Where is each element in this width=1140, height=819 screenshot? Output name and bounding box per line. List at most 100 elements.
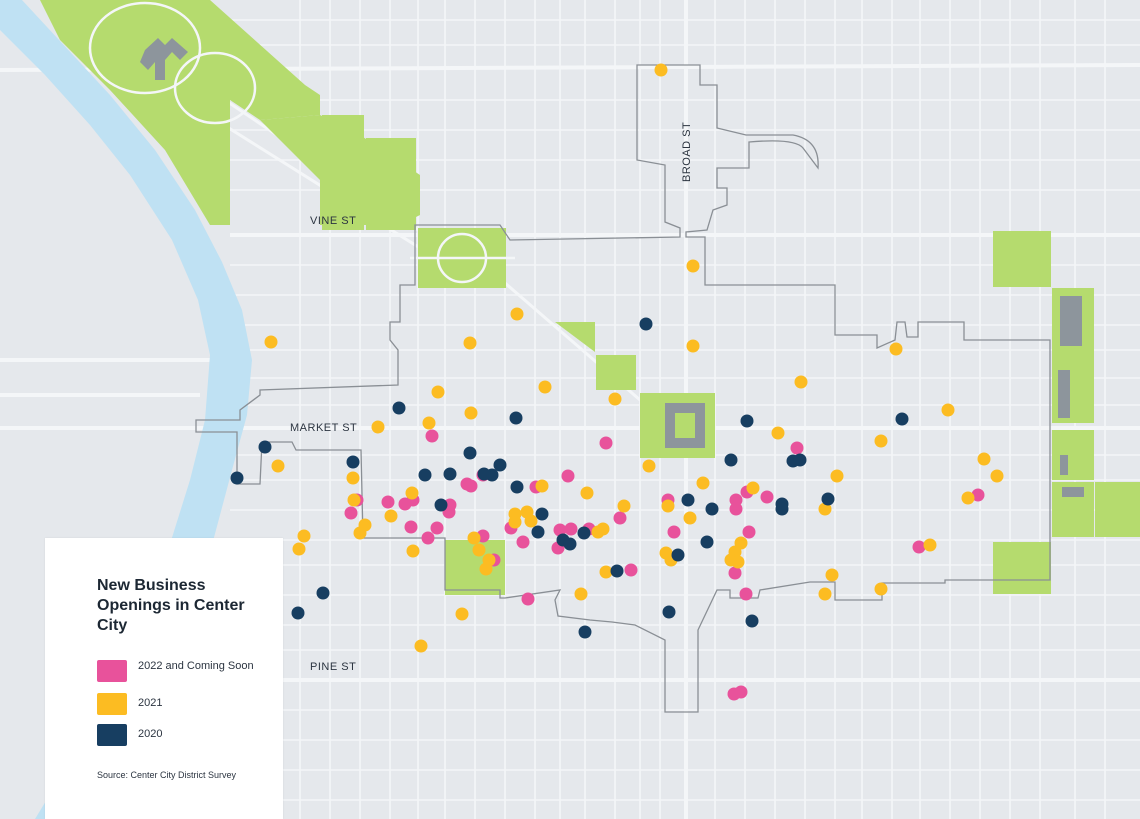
legend-label-2021: 2021 xyxy=(138,697,163,709)
marker-2020 xyxy=(418,468,432,482)
marker-2020 xyxy=(793,453,807,467)
marker-2021 xyxy=(830,469,844,483)
delaware-building-2 xyxy=(1058,370,1070,418)
marker-2022 xyxy=(667,525,681,539)
marker-2021 xyxy=(538,380,552,394)
marker-2020 xyxy=(443,467,457,481)
marker-2020 xyxy=(775,502,789,516)
marker-2020 xyxy=(531,525,545,539)
marker-2021 xyxy=(889,342,903,356)
marker-2020 xyxy=(578,625,592,639)
park-washington xyxy=(993,542,1051,594)
business-opening-markers xyxy=(230,63,1004,701)
marker-2021 xyxy=(297,529,311,543)
marker-2021 xyxy=(818,587,832,601)
marker-2020 xyxy=(821,492,835,506)
marker-2021 xyxy=(467,531,481,545)
marker-2021 xyxy=(794,375,808,389)
marker-2021 xyxy=(405,486,419,500)
park-delaware-2 xyxy=(1052,430,1094,480)
marker-2020 xyxy=(477,467,491,481)
marker-2021 xyxy=(746,481,760,495)
marker-2021 xyxy=(825,568,839,582)
marker-2020 xyxy=(535,507,549,521)
marker-2021 xyxy=(874,582,888,596)
marker-2021 xyxy=(422,416,436,430)
marker-2021 xyxy=(642,459,656,473)
marker-2022 xyxy=(613,511,627,525)
legend-item-2022: 2022 and Coming Soon xyxy=(97,660,277,682)
marker-2021 xyxy=(771,426,785,440)
marker-2021 xyxy=(414,639,428,653)
marker-2020 xyxy=(258,440,272,454)
marker-2021 xyxy=(941,403,955,417)
legend-label-2020: 2020 xyxy=(138,728,163,740)
marker-2020 xyxy=(740,414,754,428)
marker-2020 xyxy=(291,606,305,620)
marker-2020 xyxy=(316,586,330,600)
legend-item-2020: 2020 xyxy=(97,724,277,746)
center-city-district-boundary xyxy=(195,64,1051,713)
marker-2021 xyxy=(264,335,278,349)
marker-2022 xyxy=(739,587,753,601)
marker-2021 xyxy=(661,499,675,513)
marker-2021 xyxy=(654,63,668,77)
marker-2021 xyxy=(479,562,493,576)
marker-2021 xyxy=(574,587,588,601)
marker-2021 xyxy=(818,502,832,516)
marker-2021 xyxy=(731,555,745,569)
marker-2022 xyxy=(564,522,578,536)
marker-2021 xyxy=(977,452,991,466)
marker-2020 xyxy=(724,453,738,467)
marker-2022 xyxy=(516,535,530,549)
marker-2021 xyxy=(384,509,398,523)
marker-2021 xyxy=(271,459,285,473)
marker-2022 xyxy=(430,521,444,535)
marker-2022 xyxy=(760,490,774,504)
marker-2022 xyxy=(729,493,743,507)
marker-2021 xyxy=(406,544,420,558)
marker-2020 xyxy=(639,317,653,331)
marker-2021 xyxy=(608,392,622,406)
art-museum-building xyxy=(140,38,188,80)
marker-2020 xyxy=(434,498,448,512)
marker-2021 xyxy=(463,336,477,350)
marker-2021 xyxy=(874,434,888,448)
marker-2022 xyxy=(742,525,756,539)
legend-label-2022: 2022 and Coming Soon xyxy=(138,660,254,672)
marker-2022 xyxy=(404,520,418,534)
marker-2022 xyxy=(381,495,395,509)
marker-2020 xyxy=(705,502,719,516)
legend-item-2021: 2021 xyxy=(97,693,277,715)
buildings xyxy=(140,38,1084,497)
park-love xyxy=(596,355,636,390)
marker-2021 xyxy=(686,259,700,273)
delaware-building-4 xyxy=(1062,487,1084,497)
park-franklin xyxy=(993,231,1051,287)
marker-2021 xyxy=(990,469,1004,483)
marker-2020 xyxy=(346,455,360,469)
legend-swatch-2020 xyxy=(97,724,127,746)
marker-2021 xyxy=(431,385,445,399)
city-hall-building xyxy=(665,403,705,448)
marker-2021 xyxy=(535,479,549,493)
marker-2020 xyxy=(577,526,591,540)
marker-2020 xyxy=(510,480,524,494)
marker-2021 xyxy=(686,339,700,353)
legend-source: Source: Center City District Survey xyxy=(97,770,237,780)
marker-2021 xyxy=(510,307,524,321)
marker-2021 xyxy=(346,471,360,485)
marker-2020 xyxy=(681,493,695,507)
park-triangle xyxy=(555,322,595,352)
marker-2022 xyxy=(344,506,358,520)
marker-2021 xyxy=(617,499,631,513)
park-paths xyxy=(88,1,515,284)
marker-2020 xyxy=(671,548,685,562)
marker-2021 xyxy=(455,607,469,621)
marker-2021 xyxy=(591,525,605,539)
marker-2022 xyxy=(425,429,439,443)
label-market-st: MARKET ST xyxy=(290,422,357,434)
marker-2021 xyxy=(353,526,367,540)
marker-2022 xyxy=(729,502,743,516)
marker-2020 xyxy=(563,537,577,551)
